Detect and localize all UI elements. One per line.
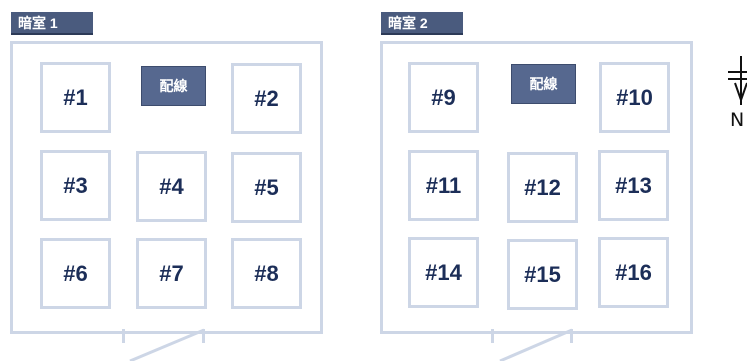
station-14: #14 <box>408 237 479 308</box>
room-2-wiring: 配線 <box>511 64 576 104</box>
room-2-label: 暗室 2 <box>381 12 463 35</box>
station-4: #4 <box>136 151 207 222</box>
station-3: #3 <box>40 150 111 221</box>
station-13: #13 <box>598 150 669 221</box>
station-16: #16 <box>598 237 669 308</box>
room-1-door-tick-left <box>122 329 125 343</box>
station-6: #6 <box>40 238 111 309</box>
room-2-door-tick-left <box>491 329 494 343</box>
room-1-wiring: 配線 <box>141 66 206 106</box>
room-2-connector-line <box>499 328 573 361</box>
station-12: #12 <box>507 152 578 223</box>
station-2: #2 <box>231 63 302 134</box>
station-10: #10 <box>599 62 670 133</box>
station-9: #9 <box>408 62 479 133</box>
room-1 <box>10 41 323 334</box>
room-2-door-tick-right <box>570 329 573 343</box>
station-1: #1 <box>40 62 111 133</box>
room-1-connector-line <box>129 328 205 361</box>
station-15: #15 <box>507 239 578 310</box>
station-8: #8 <box>231 238 302 309</box>
north-arrow-icon <box>728 56 747 105</box>
station-5: #5 <box>231 152 302 223</box>
room-2 <box>380 41 693 334</box>
north-label: N <box>730 109 745 131</box>
station-7: #7 <box>136 238 207 309</box>
room-1-label: 暗室 1 <box>11 12 93 35</box>
station-11: #11 <box>408 150 479 221</box>
room-1-door-tick-right <box>202 329 205 343</box>
